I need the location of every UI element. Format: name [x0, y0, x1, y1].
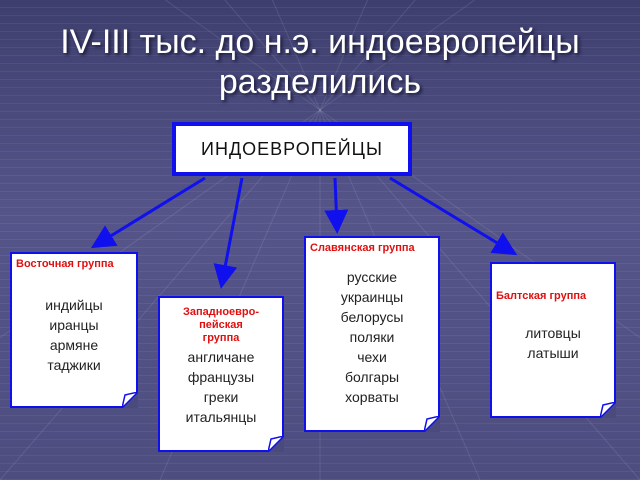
- group-member: белорусы: [340, 309, 404, 325]
- group-member: литовцы: [525, 325, 581, 341]
- group-member: итальянцы: [185, 409, 257, 425]
- group-heading: Восточная группа: [16, 258, 114, 270]
- group-member: греки: [203, 389, 239, 405]
- group-member: индийцы: [45, 297, 103, 313]
- folded-corner-icon: [424, 416, 440, 432]
- group-member: украинцы: [340, 289, 404, 305]
- group-member: хорваты: [345, 389, 399, 405]
- group-member: таджики: [47, 357, 101, 373]
- group-member: иранцы: [49, 317, 99, 333]
- folded-corner-icon: [122, 392, 138, 408]
- folded-corner-icon: [268, 436, 284, 452]
- title-line-1: IV-III тыс. до н.э. индоевропейцы: [60, 23, 580, 61]
- group-heading: Славянская группа: [310, 242, 415, 254]
- group-member: англичане: [187, 349, 255, 365]
- page-title: IV-III тыс. до н.э. индоевропейцы раздел…: [0, 22, 640, 102]
- group-member: болгары: [344, 369, 400, 385]
- group-member: латыши: [527, 345, 579, 361]
- group-member: поляки: [349, 329, 395, 345]
- group-member: чехи: [357, 349, 387, 365]
- group-card-baltic: Балтская группа литовцы латыши: [490, 262, 616, 418]
- folded-corner-icon: [600, 402, 616, 418]
- group-heading: Западноевро-пейская группа: [182, 306, 260, 344]
- group-card-eastern: Восточная группа индийцы иранцы армяне т…: [10, 252, 138, 408]
- group-card-slavic: Славянская группа русские украинцы белор…: [304, 236, 440, 432]
- root-node: ИНДОЕВРОПЕЙЦЫ: [172, 122, 412, 176]
- group-member: русские: [346, 269, 398, 285]
- title-line-2: разделились: [218, 63, 422, 101]
- root-label: ИНДОЕВРОПЕЙЦЫ: [201, 138, 383, 159]
- group-card-western-european: Западноевро-пейская группа англичане фра…: [158, 296, 284, 452]
- group-member: французы: [187, 369, 255, 385]
- group-heading: Балтская группа: [496, 290, 587, 302]
- group-member: армяне: [49, 337, 99, 353]
